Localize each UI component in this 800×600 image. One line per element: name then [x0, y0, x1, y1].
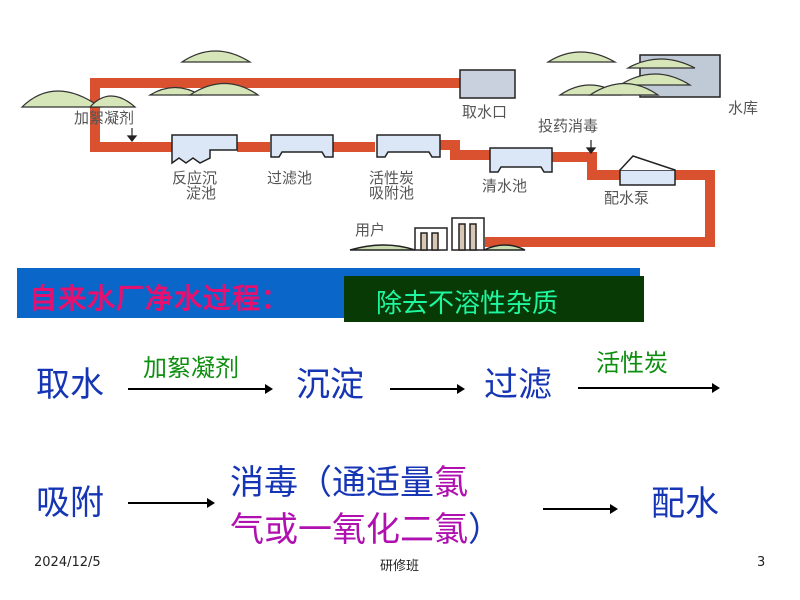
intake-box	[459, 69, 516, 99]
building-icons	[349, 217, 526, 251]
arrow-3	[578, 383, 720, 393]
step-filtration: 过滤	[484, 365, 552, 405]
arrow-label-carbon: 活性炭	[596, 349, 668, 377]
arrow-label-coagulant: 加絮凝剂	[143, 354, 239, 382]
step-disinfection-line1: 消毒（通适量氯	[230, 463, 468, 503]
label-intake: 取水口	[462, 103, 508, 121]
step-adsorption: 吸附	[36, 483, 104, 523]
footer-date: 2024/12/5	[34, 555, 101, 570]
label-clear-water: 清水池	[482, 177, 528, 195]
label-carbon-1: 活性炭	[369, 169, 415, 187]
label-disinfect: 投药消毒	[538, 117, 599, 135]
pipe	[90, 78, 715, 247]
arrow-2	[390, 384, 465, 394]
label-sedimentation-1: 反应沉	[172, 169, 218, 187]
footer-center: 研修班	[380, 559, 420, 574]
dose-arrows	[126, 128, 597, 154]
disinfect-text-magenta-2: 气或一氧化二氯	[230, 510, 468, 550]
tank-icons	[171, 134, 676, 186]
arrow-5	[543, 504, 618, 514]
disinfect-text-blue-2: ）	[468, 510, 502, 550]
label-filter: 过滤池	[267, 169, 313, 187]
arrow-1	[128, 384, 273, 394]
hill-icon	[20, 50, 696, 108]
step-sedimentation: 沉淀	[296, 365, 364, 405]
label-sedimentation-2: 淀池	[186, 184, 217, 202]
disinfect-text-blue: 消毒（通适量	[230, 463, 434, 503]
banner-highlight: 除去不溶性杂质	[376, 289, 559, 319]
banner-highlight-box: 除去不溶性杂质	[344, 276, 644, 322]
step-distribution: 配水	[651, 484, 719, 524]
disinfect-text-magenta: 氯	[434, 463, 468, 503]
label-pump: 配水泵	[604, 189, 650, 207]
label-users: 用户	[355, 221, 386, 239]
arrow-4	[128, 498, 215, 508]
step-disinfection-line2: 气或一氧化二氯）	[230, 510, 502, 550]
label-reservoir: 水库	[728, 99, 759, 117]
label-coagulant: 加絮凝剂	[74, 109, 135, 127]
label-carbon-2: 吸附池	[369, 184, 415, 202]
page-number: 3	[757, 555, 766, 570]
step-intake: 取水	[36, 365, 104, 405]
banner-title: 自来水厂净水过程：	[29, 282, 291, 315]
water-treatment-diagram	[20, 50, 721, 251]
